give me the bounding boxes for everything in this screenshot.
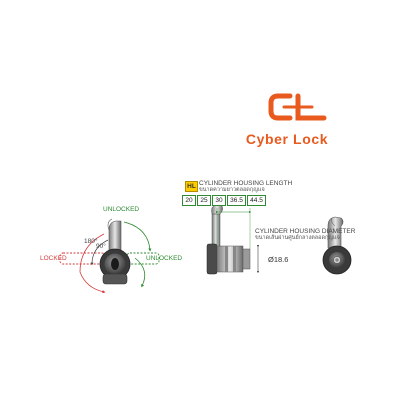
length-option-36-5: 36.5 <box>227 195 246 206</box>
unlocked-top-label: UNLOCKED <box>103 206 140 213</box>
length-options: 20 25 30 36.5 44.5 <box>182 195 267 206</box>
length-option-25: 25 <box>197 195 211 206</box>
cyber-lock-logo-icon <box>268 93 327 121</box>
length-option-20: 20 <box>182 195 196 206</box>
rear-view-lock <box>322 216 352 275</box>
brand-name: Cyber Lock <box>245 131 329 147</box>
side-view-lock <box>206 204 260 275</box>
cylinder-diameter-thai-label: ขนาดเส้นผ่านศูนย์กลางตลอดกุญแจ <box>255 235 340 241</box>
hl-tag: HL <box>185 181 198 192</box>
locked-label: LOCKED <box>40 255 67 262</box>
diameter-value: Ø18.6 <box>268 255 289 264</box>
length-option-30: 30 <box>212 195 226 206</box>
front-view-lock <box>59 218 160 294</box>
cylinder-length-label: CYLINDER HOUSING LENGTH <box>199 180 293 187</box>
angle-180-label: 180° <box>84 238 98 245</box>
length-option-44-5: 44.5 <box>247 195 266 206</box>
unlocked-right-label: UNLOCKED <box>146 255 183 262</box>
angle-90-label: 90° <box>96 243 106 250</box>
cylinder-length-thai-label: ขนาดความยาวตลอดกุญแจ <box>199 187 265 193</box>
cylinder-diameter-label: CYLINDER HOUSING DIAMETER <box>255 228 356 235</box>
